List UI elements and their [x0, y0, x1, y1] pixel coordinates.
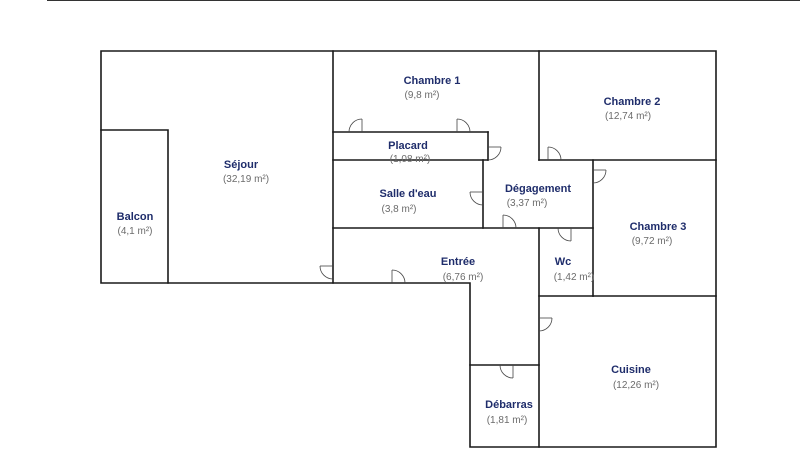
door-chambre-1-a — [348, 118, 363, 133]
door-debarras — [499, 364, 514, 379]
room-wc: Wc (1,42 m²) — [554, 256, 595, 283]
room-area: (6,76 m²) — [443, 272, 484, 283]
room-area: (1,42 m²) — [554, 272, 595, 283]
room-name: Balcon — [117, 211, 154, 223]
room-name: Chambre 3 — [630, 221, 687, 233]
doors — [319, 118, 607, 379]
room-area: (4,1 m²) — [118, 226, 153, 237]
door-degagement — [502, 214, 517, 229]
room-sejour: Séjour (32,19 m²) — [223, 159, 269, 185]
door-salle-deau — [469, 191, 484, 206]
room-area: (12,26 m²) — [613, 380, 659, 391]
room-degagement: Dégagement (3,37 m²) — [505, 183, 571, 209]
room-name: Débarras — [485, 399, 533, 411]
room-name: Entrée — [441, 256, 475, 268]
room-salle-deau: Salle d'eau (3,8 m²) — [379, 188, 436, 215]
room-area: (3,37 m²) — [507, 198, 548, 209]
room-name: Chambre 2 — [604, 96, 661, 108]
room-name: Wc — [555, 256, 572, 268]
door-chambre-3 — [592, 169, 607, 184]
room-debarras: Débarras (1,81 m²) — [485, 399, 533, 426]
room-cuisine: Cuisine (12,26 m²) — [611, 364, 659, 391]
room-placard: Placard (1,08 m²) — [388, 140, 430, 165]
room-area: (9,8 m²) — [405, 90, 440, 101]
door-entree-main — [391, 269, 406, 284]
door-cuisine — [538, 317, 553, 332]
room-area: (1,81 m²) — [487, 415, 528, 426]
door-chambre-2 — [547, 146, 562, 161]
door-wc — [557, 227, 572, 242]
room-area: (1,08 m²) — [390, 154, 431, 165]
room-area: (9,72 m²) — [632, 236, 673, 247]
room-labels: Balcon (4,1 m²) Séjour (32,19 m²) Chambr… — [117, 75, 687, 426]
door-placard — [487, 146, 502, 161]
room-chambre-1: Chambre 1 (9,8 m²) — [404, 75, 461, 101]
room-name: Dégagement — [505, 183, 571, 195]
room-entree: Entrée (6,76 m²) — [441, 256, 483, 283]
room-name: Cuisine — [611, 364, 651, 376]
room-balcon: Balcon (4,1 m²) — [117, 211, 154, 237]
room-area: (32,19 m²) — [223, 174, 269, 185]
door-sejour-entree — [319, 265, 334, 280]
room-name: Salle d'eau — [379, 188, 436, 200]
room-chambre-3: Chambre 3 (9,72 m²) — [630, 221, 687, 247]
room-chambre-2: Chambre 2 (12,74 m²) — [604, 96, 661, 122]
room-name: Placard — [388, 140, 428, 152]
room-name: Chambre 1 — [404, 75, 461, 87]
room-area: (3,8 m²) — [382, 204, 417, 215]
room-area: (12,74 m²) — [605, 111, 651, 122]
door-chambre-1-b — [456, 118, 471, 133]
room-name: Séjour — [224, 159, 259, 171]
